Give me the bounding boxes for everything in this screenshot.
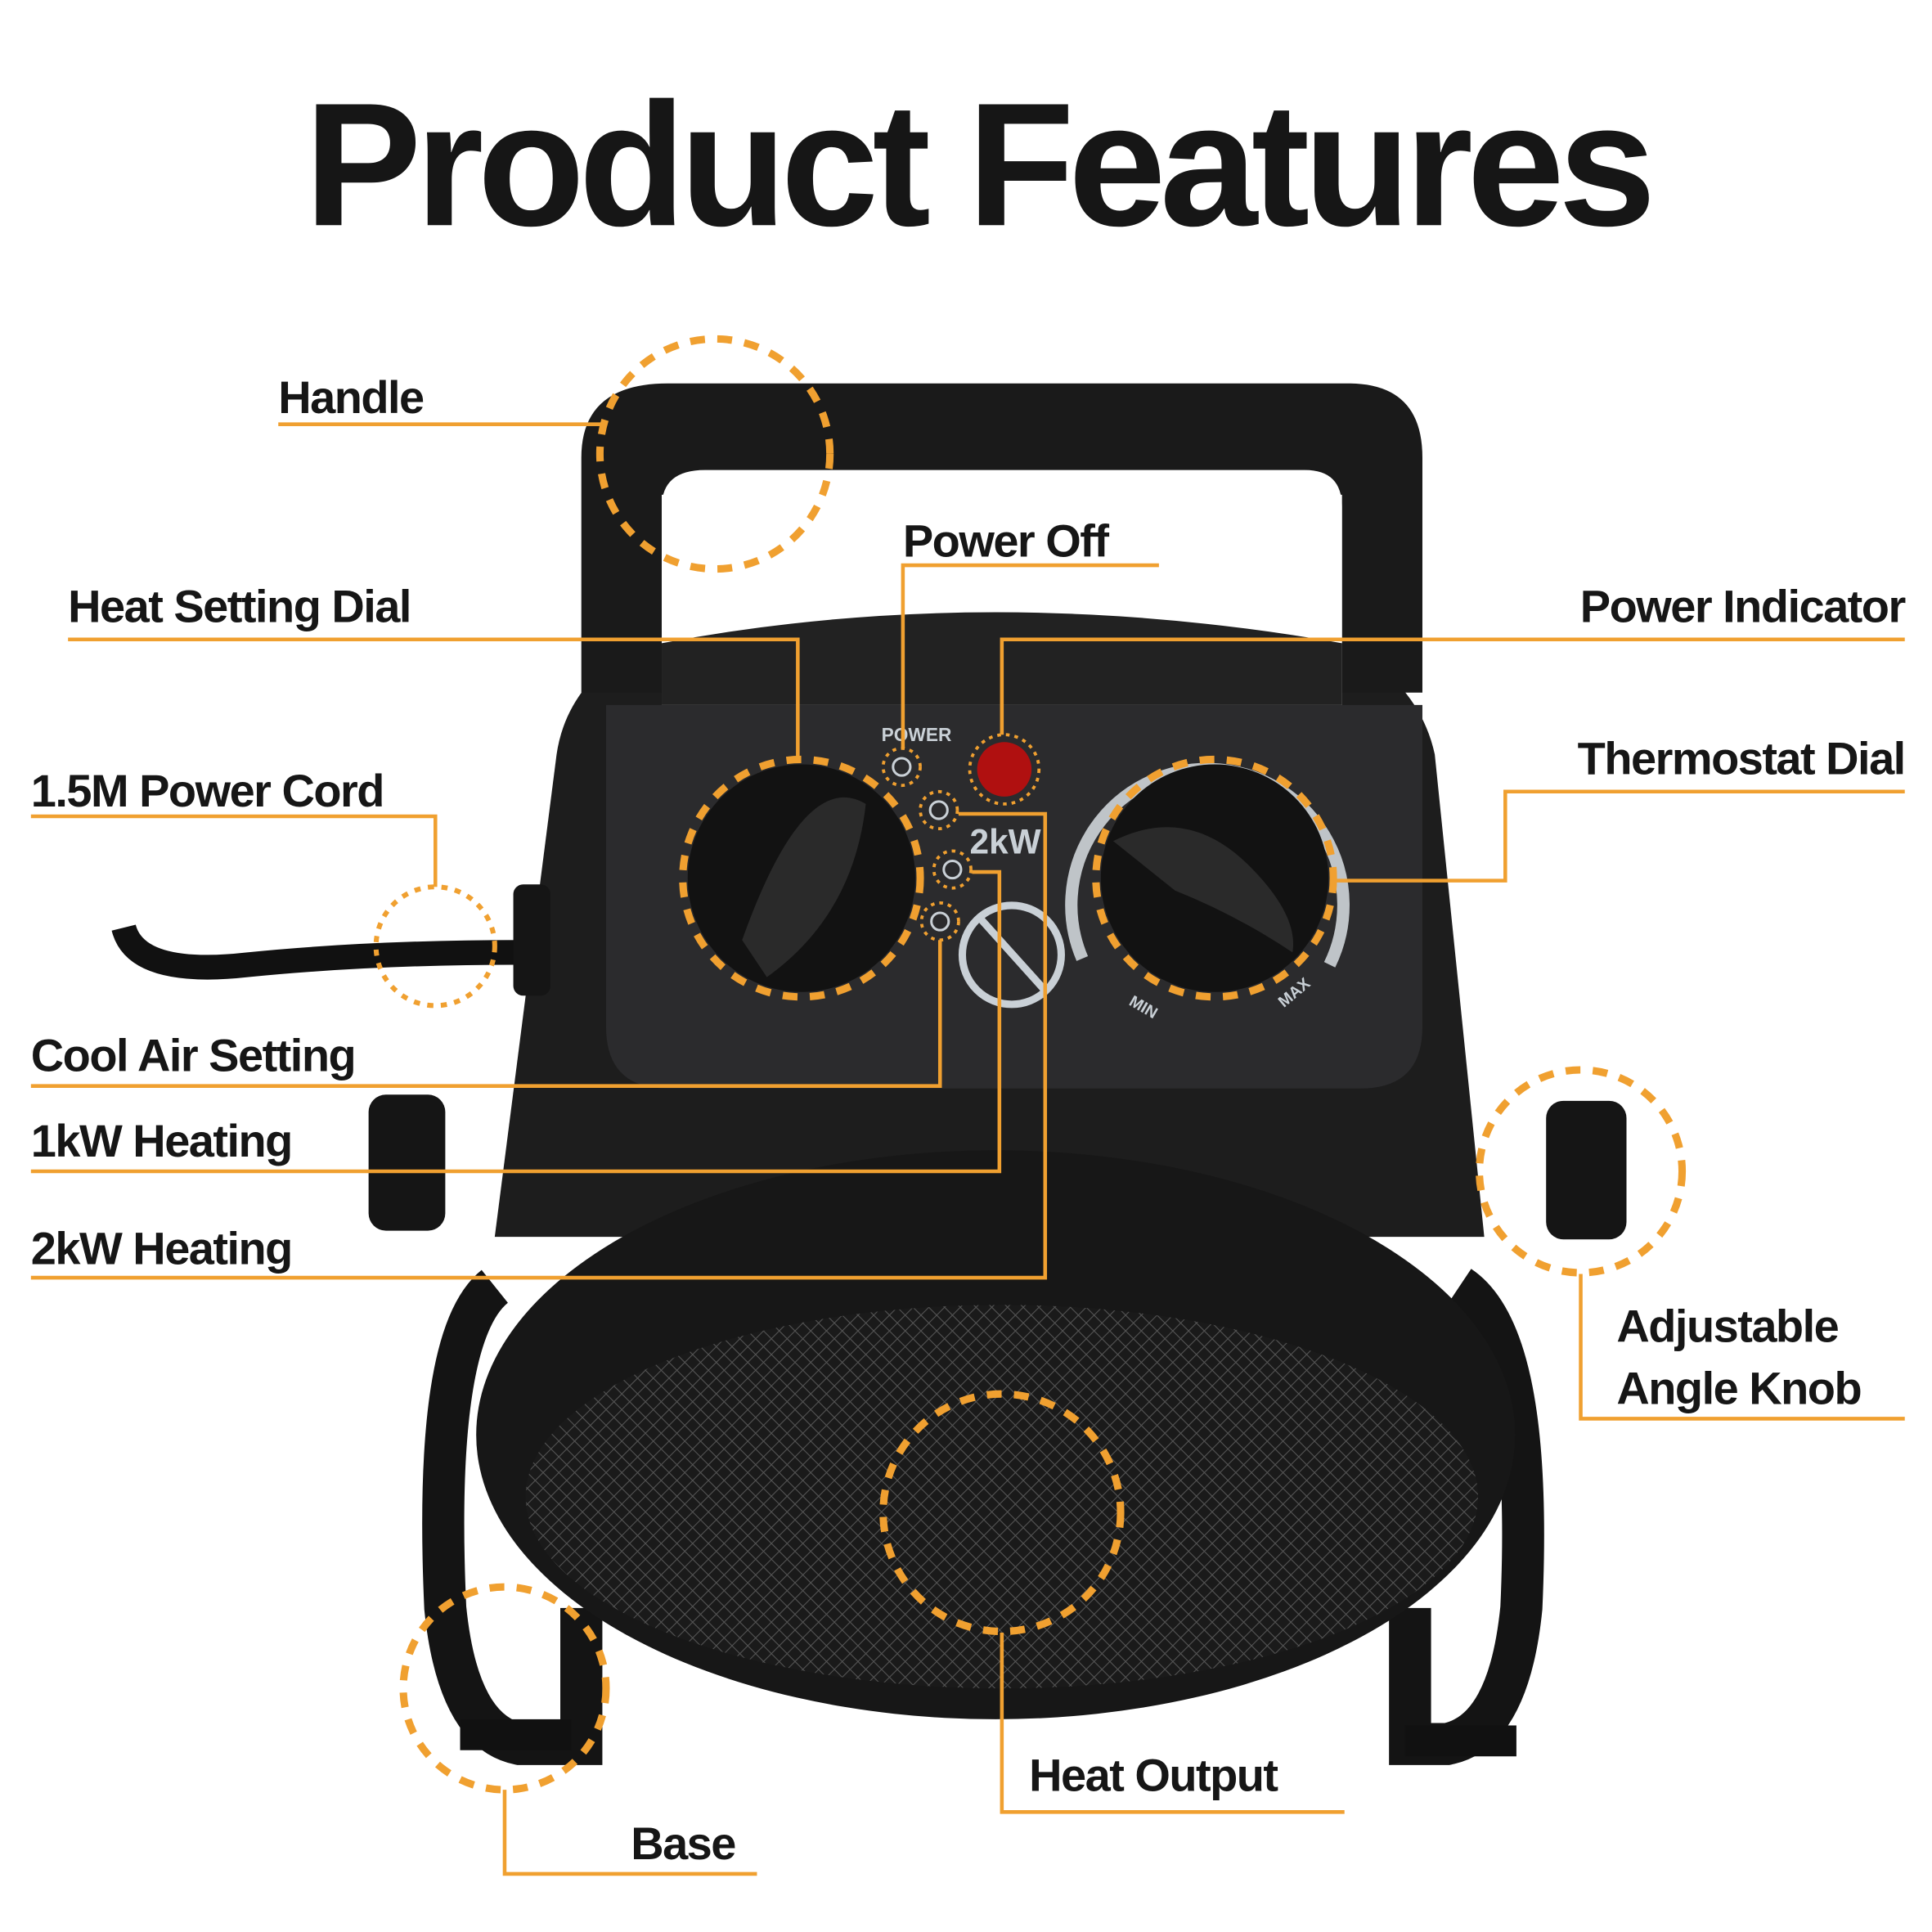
label-handle: Handle <box>278 371 424 423</box>
label-power-indicator: Power Indicator <box>1580 581 1906 632</box>
callout-power-off: Power Off <box>881 514 1159 788</box>
label-power-cord: 1.5M Power Cord <box>31 765 384 816</box>
heat-1kw-icon <box>942 859 963 880</box>
rating-label: 2kW <box>970 822 1041 860</box>
do-not-cover-icon <box>958 901 1065 1009</box>
left-angle-knob <box>368 1094 446 1231</box>
callout-angle-knob: Adjustable Angle Knob <box>1476 1066 1905 1421</box>
thermostat-dial-grip <box>1112 827 1294 953</box>
label-angle-knob-line2: Angle Knob <box>1616 1362 1861 1413</box>
heat-2kw-icon <box>930 911 950 932</box>
callout-heat-output: Heat Output <box>879 1390 1345 1814</box>
callout-handle: Handle <box>278 335 834 573</box>
power-cord <box>111 923 520 980</box>
power-indicator-led <box>977 742 1032 797</box>
label-thermostat-dial: Thermostat Dial <box>1578 733 1905 784</box>
heater-image: MIN MAX POWER 2kW <box>111 383 1627 1765</box>
callout-cool-air: Cool Air Setting <box>31 901 960 1088</box>
label-heat-setting-dial: Heat Setting Dial <box>68 581 411 632</box>
label-heat-output: Heat Output <box>1029 1750 1278 1801</box>
left-foot <box>460 1719 572 1750</box>
page-title: Product Features <box>304 66 1650 263</box>
callout-thermostat-dial: Thermostat Dial <box>1092 733 1906 1001</box>
label-power-off: Power Off <box>903 514 1109 566</box>
label-angle-knob-line1: Adjustable <box>1616 1301 1838 1352</box>
heat-grille <box>525 1305 1479 1689</box>
callout-power-cord: 1.5M Power Cord <box>31 765 497 1009</box>
callout-power-indicator: Power Indicator <box>968 581 1907 806</box>
callout-2kw-heating: 2kW Heating <box>31 789 1048 1280</box>
label-2kw-heating: 2kW Heating <box>31 1222 292 1274</box>
fan-icon <box>928 800 949 820</box>
heat-dial-grip <box>742 797 866 977</box>
label-cool-air-setting: Cool Air Setting <box>31 1030 355 1081</box>
callout-heat-setting-dial: Heat Setting Dial <box>68 581 924 1001</box>
label-1kw-heating: 1kW Heating <box>31 1115 292 1166</box>
label-base: Base <box>631 1817 735 1869</box>
off-symbol-icon <box>892 757 912 777</box>
right-foot <box>1404 1725 1516 1757</box>
callout-base: Base <box>399 1583 757 1876</box>
callout-1kw-heating: 1kW Heating <box>31 849 1002 1174</box>
right-angle-knob <box>1546 1100 1627 1240</box>
cord-grommet <box>513 884 550 996</box>
handle-shape <box>581 383 1422 693</box>
power-label: POWER <box>882 724 952 745</box>
